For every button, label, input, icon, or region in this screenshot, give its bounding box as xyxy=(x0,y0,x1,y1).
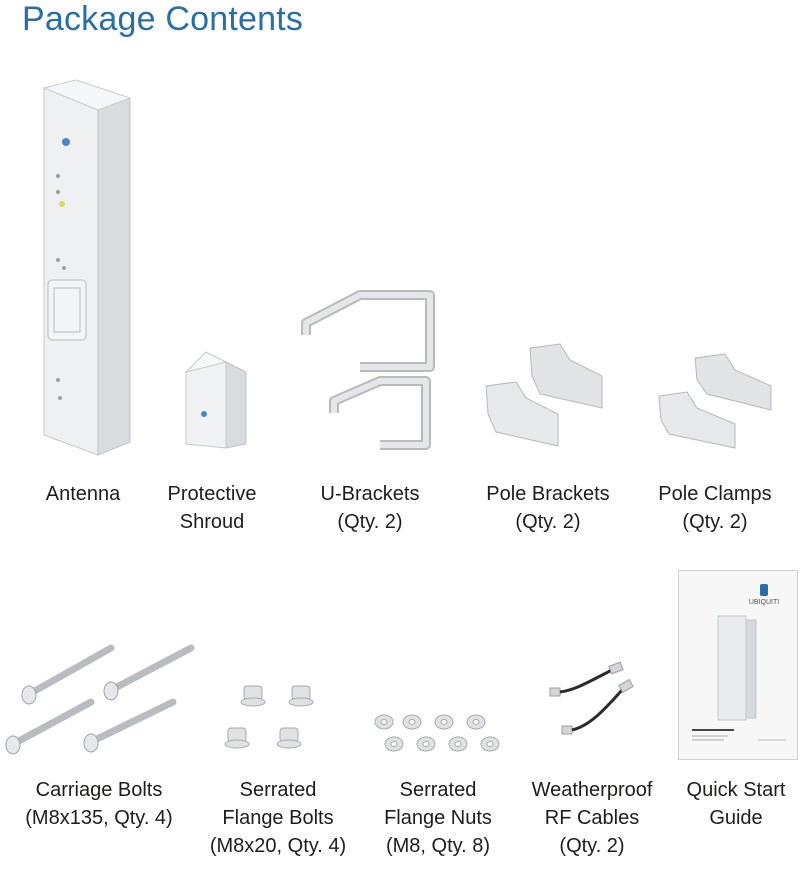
label-pole-brackets: Pole Brackets (Qty. 2) xyxy=(468,480,628,536)
label-line: (M8x20, Qty. 4) xyxy=(209,835,347,857)
label-line: (Qty. 2) xyxy=(515,511,581,533)
label-rf-cables: Weatherproof RF Cables (Qty. 2) xyxy=(514,776,670,860)
label-antenna: Antenna xyxy=(20,480,146,508)
label-line: (M8, Qty. 8) xyxy=(385,835,491,857)
carriage-bolts-image xyxy=(5,644,195,755)
label-pole-clamps: Pole Clamps (Qty. 2) xyxy=(640,480,790,536)
label-line: Protective xyxy=(167,483,257,505)
flange-nuts-image xyxy=(374,714,500,752)
label-line: Flange Nuts xyxy=(384,807,492,829)
label-line: Pole Clamps xyxy=(658,483,772,505)
u-brackets-image xyxy=(301,290,435,450)
pole-clamps-image xyxy=(658,353,772,449)
quick-start-guide-image: UBIQUITI xyxy=(678,570,798,760)
label-line: Quick Start xyxy=(686,779,786,801)
label-u-brackets: U-Brackets (Qty. 2) xyxy=(300,480,440,536)
label-shroud: Protective Shroud xyxy=(148,480,276,536)
label-line: (Qty. 2) xyxy=(559,835,625,857)
label-line: Serrated xyxy=(399,779,477,801)
rf-cables-image xyxy=(549,661,634,735)
guide-brand-text: UBIQUITI xyxy=(749,599,779,606)
pole-brackets-image xyxy=(485,343,603,447)
label-line: U-Brackets xyxy=(320,483,420,505)
label-line: Antenna xyxy=(45,483,121,505)
page-title: Package Contents xyxy=(22,0,304,38)
label-line: Pole Brackets xyxy=(486,483,610,505)
label-line: Shroud xyxy=(179,511,245,533)
shroud-image xyxy=(184,351,247,449)
label-line: Weatherproof xyxy=(531,779,653,801)
flange-bolts-image xyxy=(224,685,314,749)
label-quick-start: Quick Start Guide xyxy=(672,776,800,832)
antenna-image xyxy=(42,79,132,456)
label-line: RF Cables xyxy=(544,807,640,829)
label-flange-nuts: Serrated Flange Nuts (M8, Qty. 8) xyxy=(364,776,512,860)
label-carriage-bolts: Carriage Bolts (M8x135, Qty. 4) xyxy=(4,776,194,832)
label-line: Guide xyxy=(709,807,763,829)
label-line: (Qty. 2) xyxy=(337,511,403,533)
label-flange-bolts: Serrated Flange Bolts (M8x20, Qty. 4) xyxy=(196,776,360,860)
label-line: Serrated xyxy=(239,779,317,801)
label-line: Carriage Bolts xyxy=(35,779,163,801)
label-line: (M8x135, Qty. 4) xyxy=(25,807,173,829)
label-line: (Qty. 2) xyxy=(682,511,748,533)
label-line: Flange Bolts xyxy=(222,807,334,829)
